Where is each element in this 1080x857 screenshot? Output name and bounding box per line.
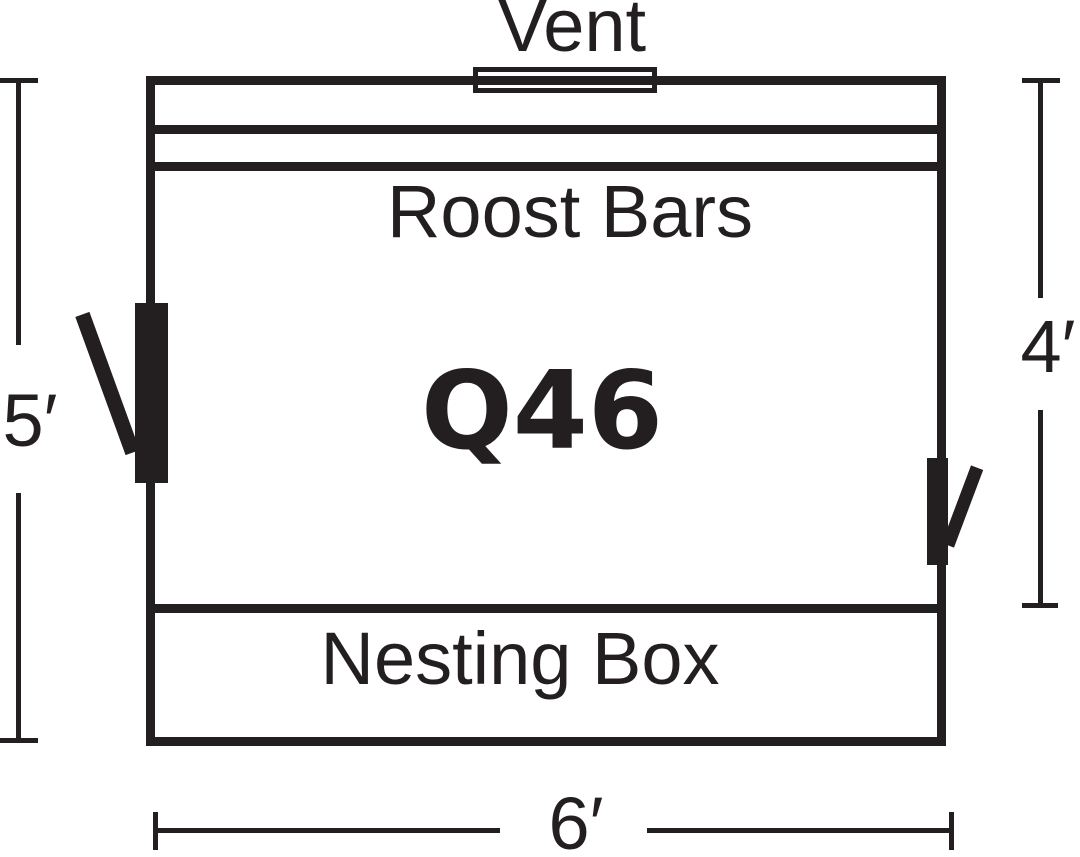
wall-top (146, 76, 946, 85)
dim-bottom-line-left (156, 828, 500, 833)
dim-left-label: 5′ (2, 379, 58, 462)
dim-right-line-lower (1038, 410, 1043, 607)
dim-right-line-upper (1038, 80, 1043, 298)
dim-left-cap-bottom (0, 738, 38, 743)
wall-right (937, 76, 946, 746)
dim-right-cap-bottom (1022, 603, 1058, 608)
dim-bottom-cap-left (153, 812, 158, 850)
wall-bottom (146, 737, 946, 746)
right-door-swing (941, 465, 984, 548)
vent-symbol (473, 67, 657, 93)
nesting-box-divider (146, 604, 946, 613)
roost-bars-label: Roost Bars (386, 170, 754, 253)
dim-left-line-lower (16, 493, 21, 740)
dim-bottom-label: 6′ (548, 782, 604, 857)
dim-left-line-upper (16, 80, 21, 345)
vent-label: Vent (497, 0, 647, 67)
left-door-leaf (135, 303, 168, 483)
roost-divider-lower (146, 162, 946, 171)
model-label: Q46 (420, 349, 664, 474)
dim-bottom-cap-right (949, 812, 954, 850)
nesting-box-label: Nesting Box (320, 617, 720, 700)
roost-divider-upper (146, 125, 946, 134)
dim-bottom-line-right (647, 828, 952, 833)
right-door-leaf (927, 458, 948, 565)
dim-right-label: 4′ (1020, 305, 1076, 388)
